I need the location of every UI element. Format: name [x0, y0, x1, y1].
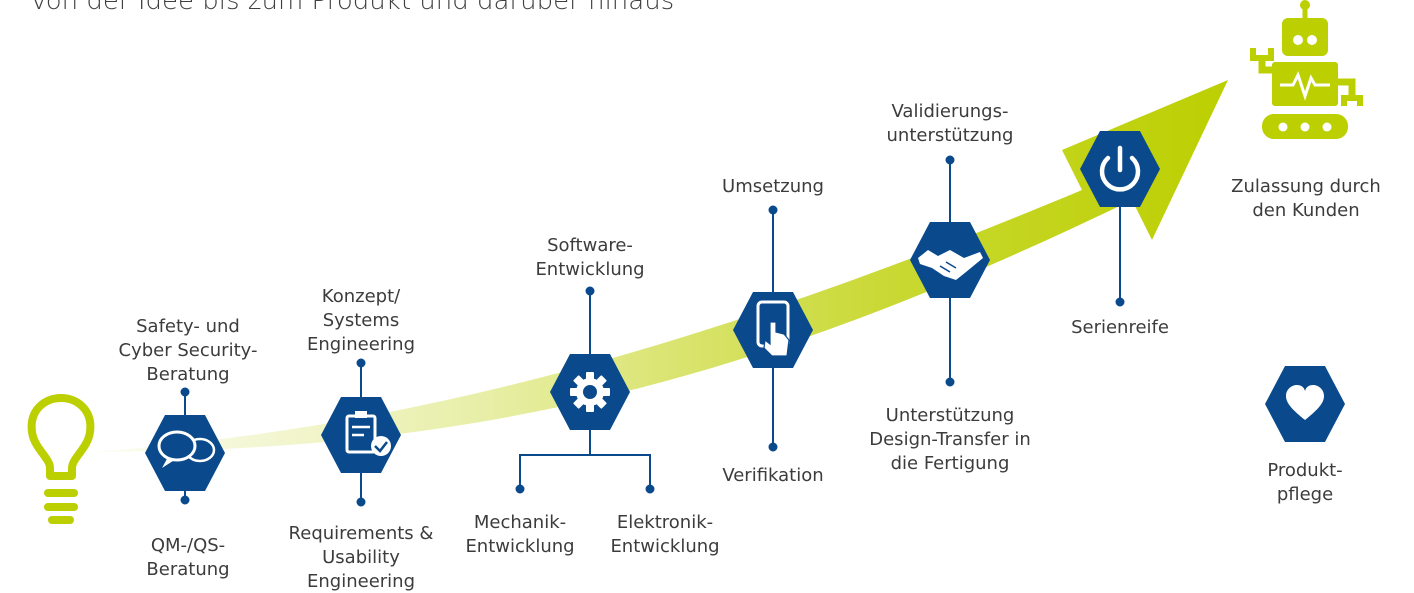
label-qm-consulting: QM-/QS- Beratung	[146, 535, 230, 580]
label-mechanik: Mechanik- Entwicklung	[465, 512, 575, 557]
label-design-transfer: Unterstützung Design-Transfer in die Fer…	[869, 405, 1031, 474]
label-concept: Konzept/ Systems Engineering	[307, 286, 415, 355]
progress-arrow	[90, 80, 1228, 452]
label-series: Serienreife	[1071, 317, 1169, 338]
label-product-care: Produkt- pflege	[1267, 460, 1343, 505]
label-safety-consulting: Safety- und Cyber Security- Beratung	[118, 316, 258, 385]
tablet-touch-icon	[733, 292, 813, 368]
label-umsetzung: Umsetzung	[722, 176, 824, 197]
speech-bubbles-icon	[145, 415, 225, 491]
label-validation: Validierungs- unterstützung	[886, 101, 1014, 146]
label-verifikation: Verifikation	[722, 465, 824, 486]
heart-icon	[1265, 366, 1345, 442]
clipboard-check-icon	[321, 397, 401, 473]
label-requirements: Requirements & Usability Engineering	[288, 523, 434, 592]
gear-icon	[550, 354, 630, 430]
page-title: Von der Idee bis zum Produkt und darüber…	[30, 0, 675, 16]
lightbulb-icon	[27, 394, 95, 524]
label-approval: Zulassung durch den Kunden	[1231, 176, 1381, 221]
label-elektronik: Elektronik- Entwicklung	[610, 512, 720, 557]
handshake-icon	[910, 222, 990, 298]
robot-icon	[1250, 0, 1363, 139]
power-icon	[1080, 131, 1160, 207]
label-software: Software- Entwicklung	[535, 235, 645, 280]
